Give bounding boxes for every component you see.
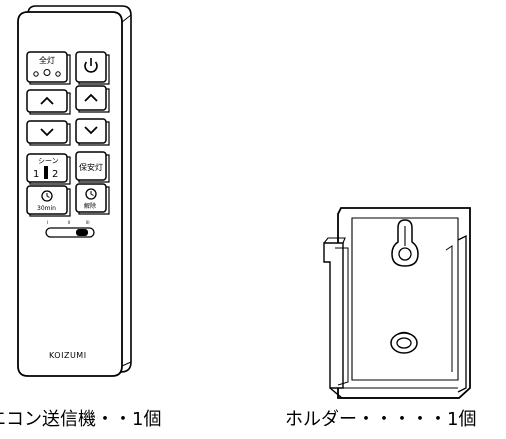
clock-icon (85, 188, 97, 200)
channel-switch[interactable]: I II III (45, 220, 95, 238)
timer-30min-button[interactable]: 30min (26, 185, 71, 217)
chevron-down-icon (40, 128, 54, 137)
chevron-up-icon (40, 96, 54, 105)
remote-caption: エコン送信機・・1個 (0, 409, 162, 430)
holder-caption: ホルダー・・・・・1個 (285, 409, 477, 430)
switch-mark-1: I (47, 220, 48, 225)
switch-mark-3: III (86, 220, 90, 225)
bulb-dot-icon (55, 71, 61, 77)
scene-button[interactable]: シーン 1 2 (26, 153, 71, 185)
holder-right-rail (457, 234, 467, 393)
scene-divider (44, 166, 48, 179)
holder-left-arm (323, 242, 344, 389)
scene-label: シーン (38, 157, 59, 165)
bulb-dot-icon (33, 71, 39, 77)
timer-release-label: 解除 (84, 202, 96, 210)
bulb-dot-icon (43, 69, 51, 76)
chevron-up-icon (84, 93, 98, 102)
all-light-button[interactable]: 全灯 (26, 51, 71, 85)
all-light-label: 全灯 (39, 55, 55, 65)
night-light-button[interactable]: 保安灯 (75, 151, 110, 183)
remote-edge-bottom (121, 361, 132, 367)
switch-mark-2: II (68, 220, 70, 225)
chevron-down-icon (84, 126, 98, 135)
remote-edge-top (121, 14, 132, 23)
screw-hole-icon (390, 331, 418, 354)
switch-knob[interactable] (76, 229, 88, 236)
timer-30min-label: 30min (37, 205, 56, 212)
holder-inner-panel (351, 217, 459, 381)
timer-release-button[interactable]: 解除 (75, 183, 110, 215)
color-up-button[interactable] (75, 85, 110, 113)
holder-bottom-lip (329, 387, 471, 399)
power-button[interactable] (75, 51, 110, 85)
power-icon (84, 61, 98, 73)
scene-number-1: 1 (33, 169, 39, 180)
scene-number-2: 2 (52, 169, 58, 180)
keyhole-slot-icon (391, 219, 419, 267)
color-down-button[interactable] (75, 118, 110, 146)
remote-control: 全灯 (17, 5, 132, 377)
brand-logo: KOIZUMI (49, 351, 87, 360)
brightness-down-button[interactable] (26, 120, 71, 146)
night-light-label: 保安灯 (79, 162, 103, 172)
brightness-up-button[interactable] (26, 89, 71, 115)
holder (323, 207, 471, 399)
clock-icon (41, 190, 53, 202)
